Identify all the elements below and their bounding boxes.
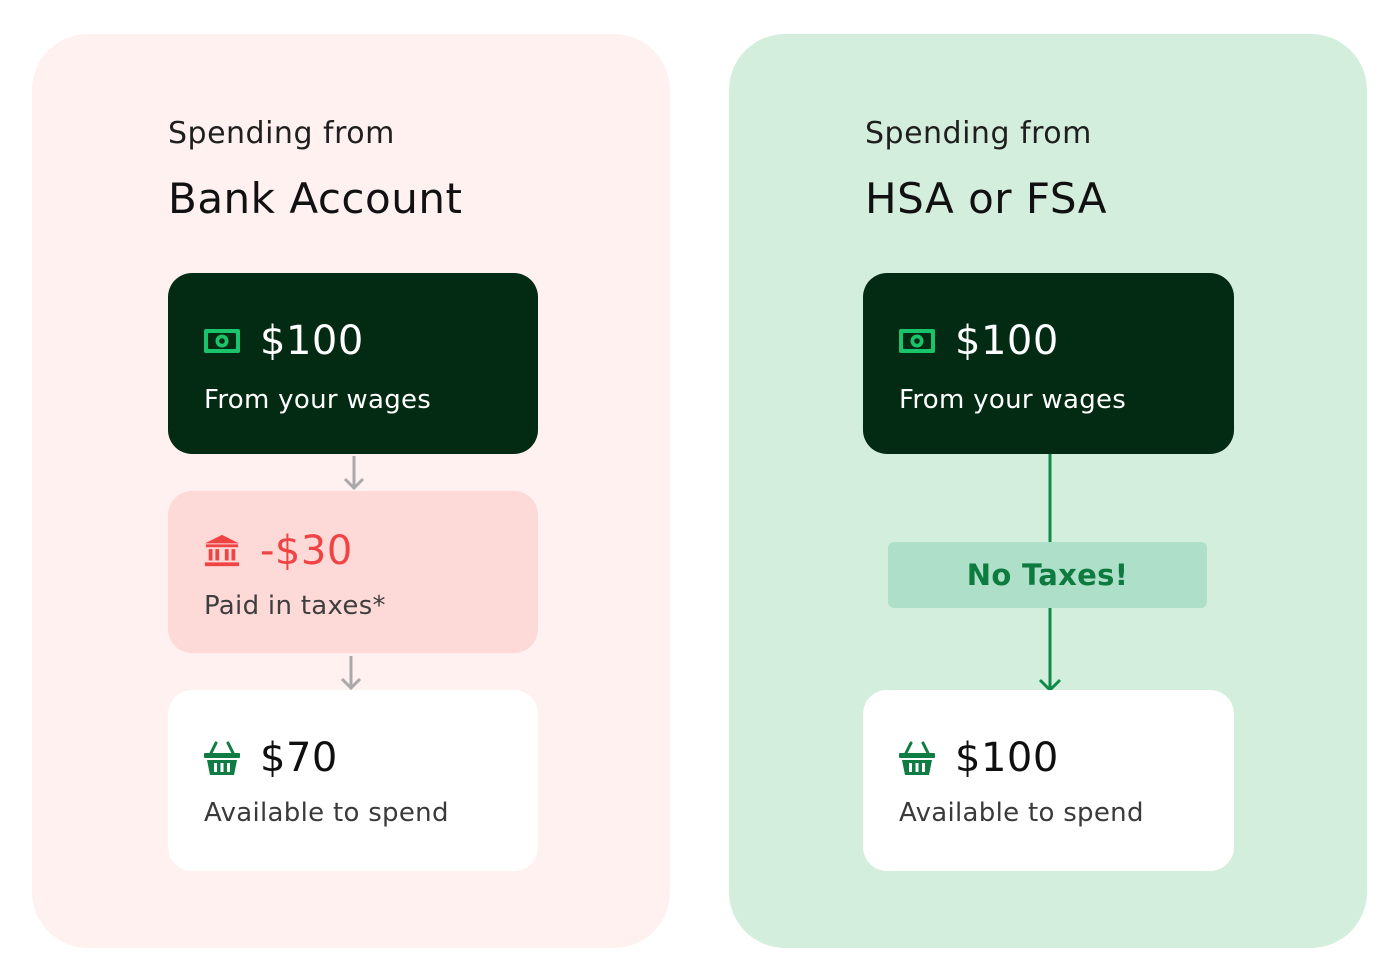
tax-amount: -$30 [260, 528, 353, 574]
wages-amount: $100 [260, 318, 364, 364]
basket-icon [899, 740, 935, 776]
panel-kicker: Spending from [168, 116, 395, 151]
wages-caption: From your wages [899, 385, 1127, 415]
wages-amount-row: $100 [204, 321, 364, 361]
available-caption: Available to spend [899, 798, 1144, 828]
panel-heading: HSA or FSA [865, 174, 1108, 223]
available-amount-row: $70 [204, 738, 338, 778]
arrow-down-icon [343, 456, 365, 491]
wages-amount: $100 [955, 318, 1059, 364]
available-amount: $100 [955, 735, 1059, 781]
wages-caption: From your wages [204, 385, 432, 415]
wages-card: $100 From your wages [863, 273, 1234, 454]
tax-amount-row: -$30 [204, 531, 353, 571]
connector-line [1048, 454, 1052, 542]
bank-account-panel: Spending from Bank Account $100 From you… [32, 34, 670, 948]
arrow-down-icon [1038, 608, 1062, 693]
basket-icon [204, 740, 240, 776]
panel-kicker: Spending from [865, 116, 1092, 151]
available-caption: Available to spend [204, 798, 449, 828]
tax-card: -$30 Paid in taxes* [168, 491, 538, 653]
tax-caption: Paid in taxes* [204, 591, 386, 621]
arrow-down-icon [340, 656, 362, 691]
wages-card: $100 From your wages [168, 273, 538, 454]
available-card: $100 Available to spend [863, 690, 1234, 871]
bank-icon [204, 533, 240, 569]
panel-heading: Bank Account [168, 174, 463, 223]
available-amount: $70 [260, 735, 338, 781]
hsa-fsa-panel: Spending from HSA or FSA $100 From your … [729, 34, 1367, 948]
available-amount-row: $100 [899, 738, 1059, 778]
cash-icon [899, 323, 935, 359]
cash-icon [204, 323, 240, 359]
wages-amount-row: $100 [899, 321, 1059, 361]
no-taxes-label: No Taxes! [888, 542, 1207, 608]
available-card: $70 Available to spend [168, 690, 538, 871]
